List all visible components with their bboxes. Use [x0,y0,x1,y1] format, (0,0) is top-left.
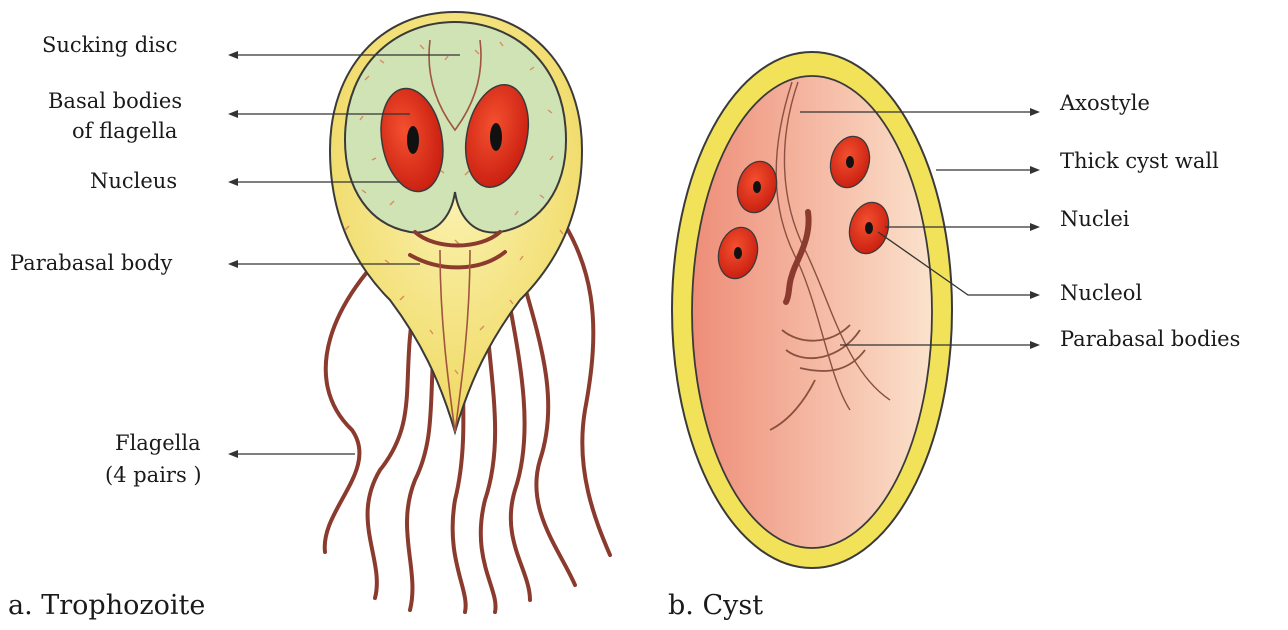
label-parabasal-bodies: Parabasal bodies [1060,327,1240,351]
label-axostyle: Axostyle [1059,91,1150,115]
label-nuclei: Nuclei [1060,207,1130,231]
label-basal-bodies-2: of flagella [72,119,177,143]
label-nucleus: Nucleus [90,169,177,193]
label-parabasal-body: Parabasal body [10,251,172,275]
label-flagella: Flagella [115,431,201,455]
label-nucleol: Nucleol [1060,281,1142,305]
cyst: Axostyle Thick cyst wall Nuclei Nucleol … [668,52,1240,621]
cyst-inner [692,76,932,548]
trophozoite: Sucking disc Basal bodies of flagella Nu… [8,12,610,621]
label-basal-bodies: Basal bodies [48,89,182,113]
caption-cyst: b. Cyst [668,590,763,621]
label-sucking-disc: Sucking disc [42,33,177,57]
caption-trophozoite: a. Trophozoite [8,590,205,621]
label-thick-cyst-wall: Thick cyst wall [1060,149,1219,173]
label-flagella-pairs: (4 pairs ) [105,463,202,487]
